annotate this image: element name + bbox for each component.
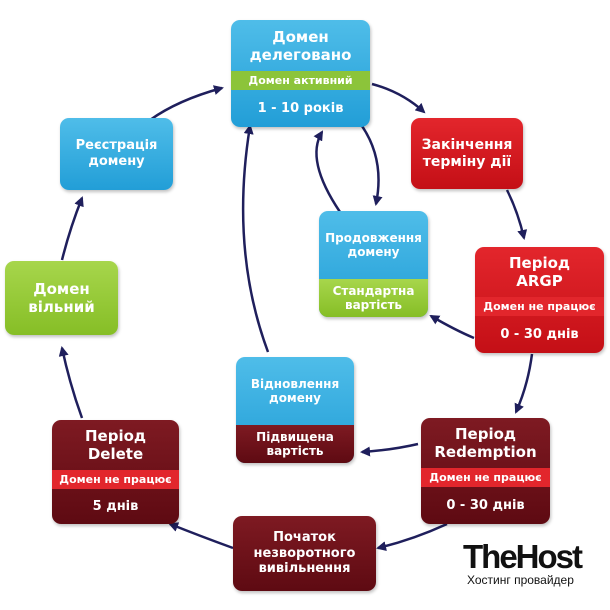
node-period-delete: Період Delete Домен не працює 5 днів [52,420,179,524]
node-period-delete-value: 5 днів [92,499,139,514]
node-domain-registration: Реєстрація домену [60,118,173,190]
node-domain-free: Домен вільний [5,261,118,335]
node-period-redemption-band: Домен не працює [421,468,550,487]
arrow-argp-to-redemption [514,353,534,414]
node-period-argp-value: 0 - 30 днів [500,327,579,342]
node-period-delete-title: Період Delete [84,427,147,463]
logo-tagline: Хостинг провайдер [467,573,574,587]
arrow-release-to-delete [168,522,234,550]
thehost-logo: TheHost Хостинг провайдер [463,540,605,587]
arrow-expiry-to-argp [505,189,528,240]
logo-brand: TheHost [463,538,583,575]
arrow-renewal-to-delegated [313,130,342,213]
node-domain-renewal: Продовження домену Стандартна вартість [319,211,428,317]
arrow-redemption-to-restore [360,442,419,457]
arrow-delegated-to-expiry [371,82,426,114]
node-irreversible-release: Початок незворотного вивільнення [233,516,376,591]
arrow-free-to-registration [60,196,84,261]
node-irreversible-release-title: Початок незворотного вивільнення [253,530,356,577]
node-period-redemption: Період Redemption Домен не працює 0 - 30… [421,418,550,524]
node-period-delete-band: Домен не працює [52,470,179,489]
arrow-argp-to-renewal [429,314,475,340]
node-period-argp: Період ARGP Домен не працює 0 - 30 днів [475,247,604,353]
node-domain-delegated: Домен делеговано Домен активний 1 - 10 р… [231,20,370,127]
node-domain-renewal-title: Продовження домену [325,230,422,259]
node-domain-delegated-title: Домен делеговано [249,27,352,64]
node-domain-restore-cost: Підвищена вартість [236,425,354,463]
node-domain-free-title: Домен вільний [28,280,95,316]
arrow-restore-to-delegated [241,124,270,353]
node-domain-restore-title: Відновлення домену [250,376,340,405]
node-period-redemption-value: 0 - 30 днів [446,498,525,513]
node-domain-delegated-value: 1 - 10 років [257,101,344,116]
node-domain-delegated-band: Домен активний [231,71,370,90]
node-period-argp-title: Період ARGP [508,254,571,290]
node-domain-renewal-cost: Стандартна вартість [319,279,428,317]
arrow-delegated-to-renewal [360,125,383,206]
node-period-redemption-title: Період Redemption [434,425,537,461]
node-term-expiry-title: Закінчення терміну дії [421,136,513,170]
arrow-delete-to-free [58,346,84,419]
node-domain-registration-title: Реєстрація домену [75,138,158,169]
node-period-argp-band: Домен не працює [475,297,604,316]
node-term-expiry: Закінчення терміну дії [411,118,523,189]
arrow-redemption-to-release [376,522,448,552]
node-domain-restore: Відновлення домену Підвищена вартість [236,357,354,463]
arrow-registration-to-delegated [149,85,224,122]
